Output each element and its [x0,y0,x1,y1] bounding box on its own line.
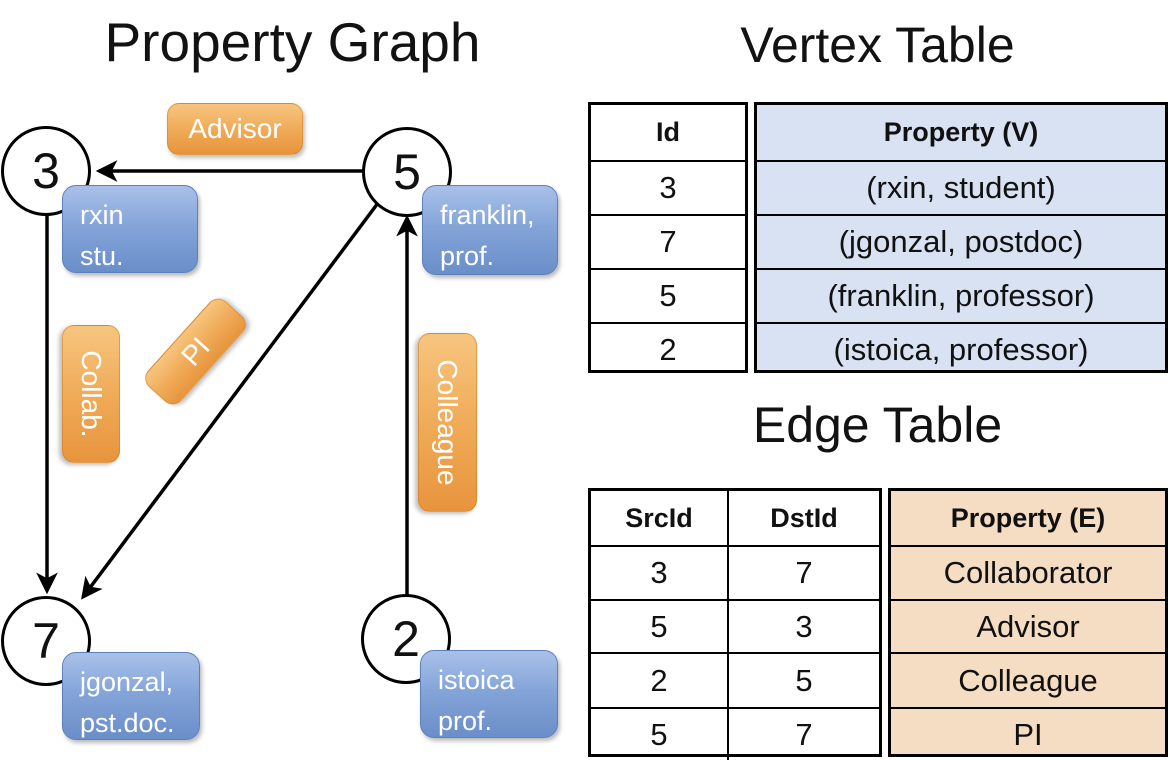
vertex-table-header-property: Property (V) [883,117,1039,147]
edge-table-dst-cell: 5 [727,652,879,707]
edge-table-dst-cell: 7 [727,707,879,760]
vertex-id: 2 [392,611,420,667]
vertex-table-property-cell: (rxin, student) [757,160,1165,214]
edge-table-dst-cell: 3 [727,599,879,652]
vertex-table-header-id: Id [656,117,680,147]
vertex-property-line2: pst.doc. [80,707,175,738]
edge-table-header-dstid: DstId [727,491,879,545]
vertex-property-box-franklin: franklin, prof. [422,185,558,275]
vertex-table-id-cell: 7 [591,214,745,268]
property-graph-title: Property Graph [104,11,481,73]
vertex-circle-2: 2 [361,594,451,684]
vertex-table-property-cell: (franklin, professor) [757,268,1165,322]
edge-table-header-property: Property (E) [950,502,1106,533]
vertex-table-property-cell: (jgonzal, postdoc) [757,214,1165,268]
edge-table-title: Edge Table [752,397,1003,453]
vertex-id: 3 [32,143,60,199]
edge-table-property-cell: Advisor [891,599,1165,652]
edge-table-header-srcid: SrcId [625,502,693,533]
edge-arrow-5-to-7 [81,201,380,600]
vertex-property-box-rxin: rxin stu. [62,185,198,273]
vertex-table-property-cell: (istoica, professor) [757,322,1165,376]
edge-table-src-cell: 5 [591,599,727,652]
edge-label-advisor: Advisor [167,103,303,155]
edge-table-src-cell: 2 [591,652,727,707]
edge-table-src-cell: 3 [591,545,727,599]
vertex-property-line1: istoica [438,665,515,695]
vertex-property-box-istoica: istoica prof. [420,650,558,738]
edge-label-collab: Collab. [62,325,120,463]
vertex-property-line1: rxin [80,200,124,230]
edge-table-src-cell: 5 [591,707,727,760]
vertex-id: 7 [32,613,60,669]
edge-label-colleague: Colleague [418,333,477,512]
edge-table-dst-cell: 7 [727,545,879,599]
graph-edges-layer [36,160,418,600]
vertex-property-line2: prof. [438,705,493,736]
vertex-property-line2: stu. [80,240,124,271]
edge-table-property-cell: Colleague [891,652,1165,707]
vertex-table-id-cell: 2 [591,322,745,376]
vertex-table-id-column: Id 3 7 5 2 [588,102,748,373]
edge-table-property-cell: Collaborator [891,545,1165,599]
vertex-id: 5 [393,144,421,200]
vertex-table-id-cell: 3 [591,160,745,214]
vertex-property-box-jgonzal: jgonzal, pst.doc. [62,652,200,740]
vertex-property-line1: jgonzal, [80,667,174,697]
edge-table-property-column: Property (E) Collaborator Advisor Collea… [888,488,1168,757]
edge-table-id-columns: SrcId DstId 3 7 5 3 2 5 5 7 [588,488,882,760]
vertex-table-property-column: Property (V) (rxin, student) (jgonzal, p… [754,102,1168,373]
vertex-property-line1: franklin, [440,200,535,230]
edge-table-property-cell: PI [891,707,1165,760]
vertex-table-id-cell: 5 [591,268,745,322]
vertex-table-title: Vertex Table [740,17,1015,73]
vertex-property-line2: prof. [440,240,495,271]
